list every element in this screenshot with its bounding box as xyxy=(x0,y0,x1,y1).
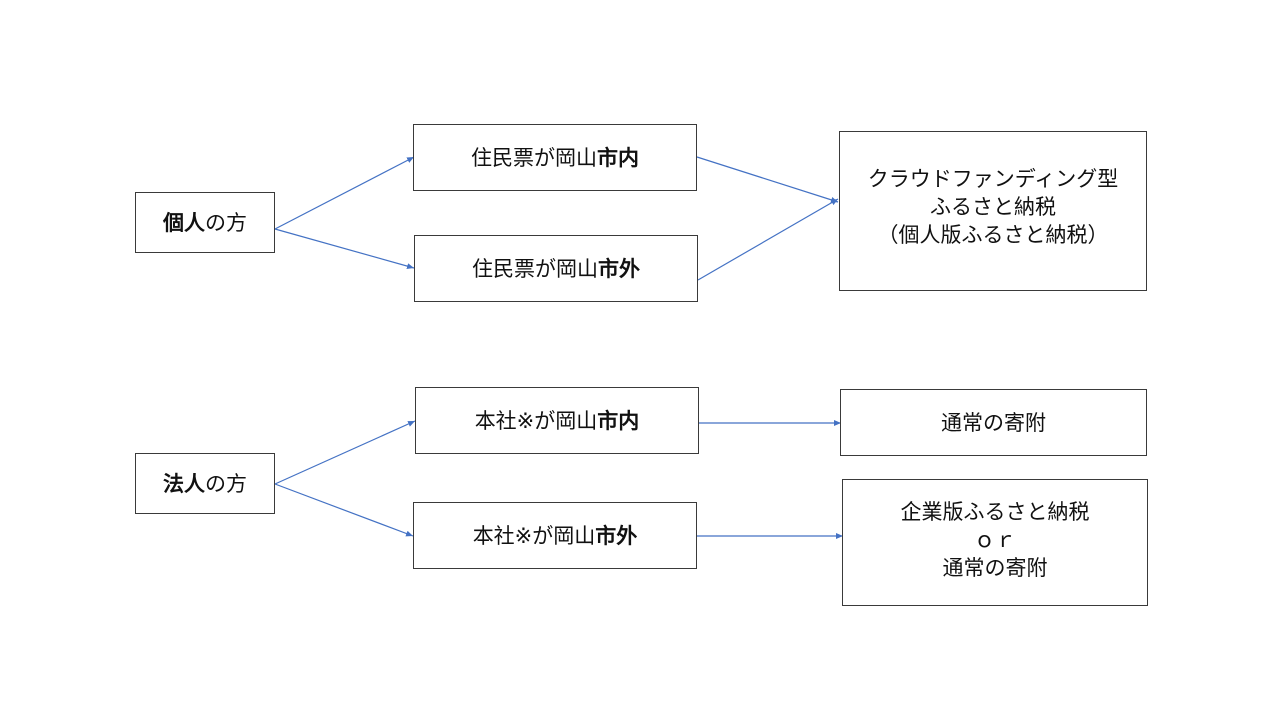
hq-inside-box: 本社※が岡山市内 xyxy=(415,387,699,454)
crowdfunding-line3: （個人版ふるさと納税） xyxy=(877,223,1109,247)
hq-outside-label: 本社※が岡山 xyxy=(472,523,596,548)
individual-label-bold: 個人 xyxy=(163,210,205,235)
individual-box: 個人の方 xyxy=(135,192,275,253)
arrow-outside-to-crowdfunding xyxy=(697,198,839,281)
regular-donation-label: 通常の寄附 xyxy=(941,410,1046,435)
corporate-label-bold: 法人 xyxy=(163,471,205,496)
arrow-inside-to-crowdfunding xyxy=(696,156,839,203)
crowdfunding-line2: ふるさと納税 xyxy=(930,195,1056,219)
corporate-label-rest: の方 xyxy=(205,471,247,496)
resident-inside-label-bold: 市内 xyxy=(597,145,639,170)
corporate-furusato-line3: 通常の寄附 xyxy=(942,555,1048,580)
crowdfunding-box: クラウドファンディング型 ふるさと納税 （個人版ふるさと納税） xyxy=(839,131,1147,291)
resident-outside-label: 住民票が岡山 xyxy=(472,256,598,281)
corporate-furusato-box: 企業版ふるさと納税 ｏｒ 通常の寄附 xyxy=(842,479,1148,606)
regular-donation-box: 通常の寄附 xyxy=(840,389,1147,456)
corporate-box: 法人の方 xyxy=(135,453,275,514)
hq-outside-label-bold: 市外 xyxy=(595,523,638,548)
hq-outside-box: 本社※が岡山市外 xyxy=(413,502,697,569)
hq-inside-label-bold: 市内 xyxy=(597,408,640,433)
arrow-individual-to-inside xyxy=(274,156,415,230)
resident-inside-label: 住民票が岡山 xyxy=(471,145,597,170)
resident-outside-label-bold: 市外 xyxy=(598,256,640,281)
resident-inside-box: 住民票が岡山市内 xyxy=(413,124,697,191)
arrow-corporate-to-outside xyxy=(274,483,414,537)
corporate-furusato-or: ｏｒ xyxy=(974,527,1016,552)
corporate-furusato-line1: 企業版ふるさと納税 xyxy=(900,499,1090,524)
arrow-corporate-to-inside xyxy=(274,420,416,485)
resident-outside-box: 住民票が岡山市外 xyxy=(414,235,698,302)
arrow-individual-to-outside xyxy=(274,228,415,269)
crowdfunding-line1: クラウドファンディング型 xyxy=(867,167,1119,191)
individual-label-rest: の方 xyxy=(205,210,247,235)
hq-inside-label: 本社※が岡山 xyxy=(474,408,598,433)
